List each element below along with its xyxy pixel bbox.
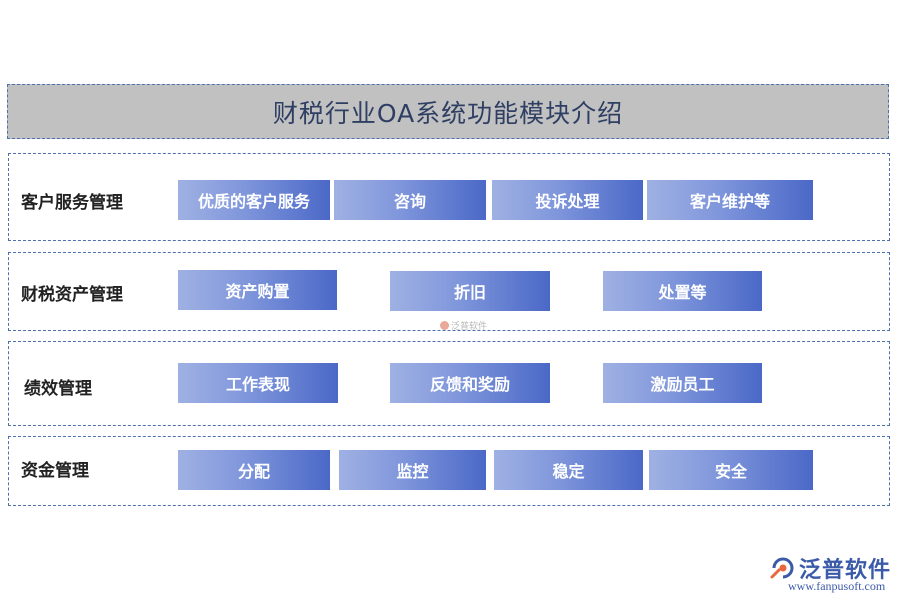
brand-url: www.fanpusoft.com [788, 579, 886, 593]
section-label: 资金管理 [21, 461, 89, 481]
section-customer-service: 客户服务管理 优质的客户服务 咨询 投诉处理 客户维护等 [8, 153, 890, 241]
watermark-text: 泛普软件 [451, 322, 488, 332]
module-box[interactable]: 反馈和奖励 [390, 363, 550, 403]
module-box[interactable]: 折旧 [390, 271, 550, 311]
module-box[interactable]: 处置等 [603, 271, 762, 311]
module-box[interactable]: 分配 [178, 450, 330, 490]
section-performance: 绩效管理 工作表现 反馈和奖励 激励员工 [8, 341, 890, 426]
brand-name: 泛普软件 [799, 558, 892, 583]
module-box[interactable]: 资产购置 [178, 270, 337, 310]
module-box[interactable]: 稳定 [494, 450, 643, 490]
page-title: 财税行业OA系统功能模块介绍 [7, 84, 889, 139]
section-fund-management: 资金管理 分配 监控 稳定 安全 [8, 436, 890, 506]
module-box[interactable]: 投诉处理 [492, 180, 643, 220]
fanpu-logo-icon [770, 557, 794, 579]
module-box[interactable]: 优质的客户服务 [178, 180, 330, 220]
watermark: 泛普软件 [440, 319, 487, 332]
module-box[interactable]: 工作表现 [178, 363, 338, 403]
section-label: 客户服务管理 [21, 193, 123, 213]
module-box[interactable]: 咨询 [334, 180, 486, 220]
module-box[interactable]: 监控 [339, 450, 486, 490]
watermark-icon [440, 321, 449, 330]
brand-logo: 泛普软件 [770, 552, 891, 584]
module-box[interactable]: 客户维护等 [647, 180, 813, 220]
section-label: 财税资产管理 [21, 285, 123, 305]
section-asset-management: 财税资产管理 资产购置 折旧 处置等 [8, 252, 890, 331]
module-box[interactable]: 安全 [649, 450, 813, 490]
section-label: 绩效管理 [24, 379, 92, 399]
module-box[interactable]: 激励员工 [603, 363, 762, 403]
